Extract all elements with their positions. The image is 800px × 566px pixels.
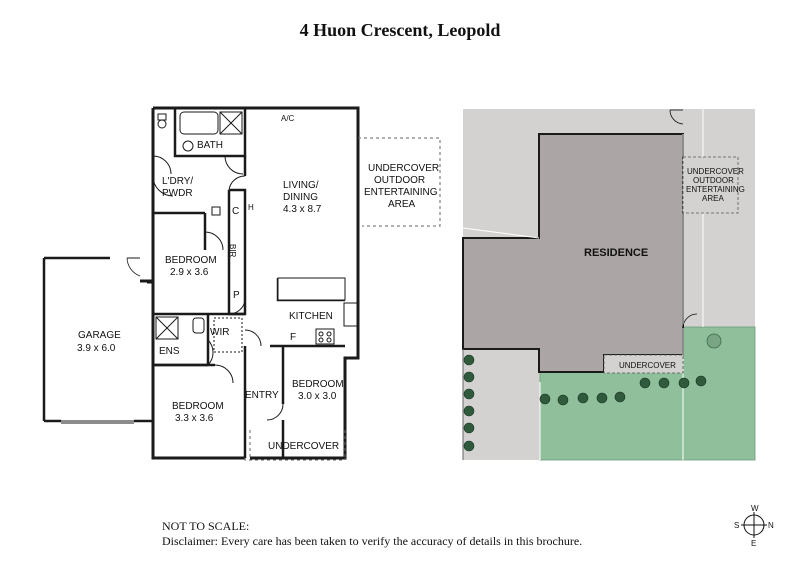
basin	[182, 140, 194, 152]
entry-label: ENTRY	[245, 390, 279, 401]
site-outdoor-label-4: AREA	[702, 194, 724, 203]
laundry-door	[204, 231, 224, 251]
compass-w: W	[751, 504, 759, 513]
outdoor-label-4: AREA	[388, 199, 416, 210]
site-gate-arc	[682, 313, 698, 329]
entry-door	[244, 329, 262, 347]
fridge-label: F	[290, 332, 296, 343]
living-dim: 4.3 x 8.7	[283, 204, 322, 215]
compass-e: E	[751, 539, 756, 548]
ens-basin	[192, 317, 205, 334]
pantry-label: P	[233, 290, 240, 301]
wir-label: WIR	[210, 327, 229, 338]
bath-wall	[173, 108, 247, 158]
laundry-label-2: PWDR	[162, 188, 193, 199]
bir-label: BIR	[228, 244, 237, 258]
page-title: 4 Huon Crescent, Leopold	[299, 20, 501, 40]
outdoor-area-outline	[358, 137, 441, 227]
laundry-label: L'DRY/	[162, 176, 193, 187]
living-door	[228, 175, 246, 191]
kitchen-sink	[343, 302, 358, 327]
garage-entry-door-arc	[126, 257, 141, 277]
not-to-scale: NOT TO SCALE:	[162, 519, 250, 533]
bed2-label: BEDROOM	[165, 255, 217, 266]
bed3-dim: 3.0 x 3.0	[298, 391, 337, 402]
outdoor-label-3: ENTERTAINING	[364, 187, 438, 198]
bed1-door	[214, 364, 234, 384]
residence-label: RESIDENCE	[584, 247, 648, 259]
bed3-door	[266, 403, 284, 421]
bed2-dim: 2.9 x 3.6	[170, 267, 209, 278]
site-undercover-label: UNDERCOVER	[619, 361, 676, 370]
cupboard-label: C	[232, 206, 239, 217]
bath-door	[224, 155, 244, 175]
garage-label: GARAGE	[78, 330, 121, 341]
bed3-label: BEDROOM	[292, 379, 344, 390]
undercover-label: UNDERCOVER	[268, 441, 339, 452]
cooktop	[315, 328, 335, 345]
floor-plan-wall-east-lower	[250, 346, 360, 460]
bed1-dim: 3.3 x 3.6	[175, 413, 214, 424]
bed1-label: BEDROOM	[172, 401, 224, 412]
ac-label: A/C	[281, 114, 295, 123]
bathtub	[179, 111, 219, 135]
garden-tree	[706, 333, 722, 349]
wir-door	[207, 339, 214, 366]
kitchen-label: KITCHEN	[289, 311, 333, 322]
kitchen-bench-top	[277, 277, 346, 301]
outdoor-label: UNDERCOVER	[368, 163, 439, 174]
living-label-2: DINING	[283, 192, 318, 203]
site-outdoor-outline	[682, 156, 739, 214]
heater-label: H	[248, 203, 254, 212]
ens-label: ENS	[159, 346, 180, 357]
garage-dim: 3.9 x 6.0	[77, 343, 116, 354]
undercover-outline	[244, 458, 346, 461]
toilet-door	[152, 155, 172, 175]
laundry-tub	[211, 206, 221, 216]
bath-label: BATH	[197, 140, 223, 151]
site-undercover-outline	[603, 354, 684, 374]
floor-plan-outer-wall	[153, 106, 360, 346]
compass-n: N	[768, 521, 774, 530]
wir-robe	[213, 317, 243, 353]
driveway-line	[462, 227, 540, 239]
site-outdoor-label-3: ENTERTAINING	[686, 185, 745, 194]
living-label: LIVING/	[283, 180, 319, 191]
garden-plants	[463, 354, 707, 452]
laundry-ext-door	[152, 175, 174, 197]
compass-s: S	[734, 521, 739, 530]
site-outdoor-label: UNDERCOVER	[687, 167, 744, 176]
compass: W S N E	[734, 504, 774, 548]
disclaimer: Disclaimer: Every care has been taken to…	[162, 534, 583, 548]
shower	[219, 111, 243, 135]
bed2-door	[228, 299, 246, 315]
site-door-arc	[669, 109, 684, 125]
ens-shower	[155, 316, 179, 340]
site-outdoor-label-2: OUTDOOR	[693, 176, 734, 185]
outdoor-label-2: OUTDOOR	[374, 175, 425, 186]
footer: NOT TO SCALE: Disclaimer: Every care has…	[162, 519, 582, 549]
